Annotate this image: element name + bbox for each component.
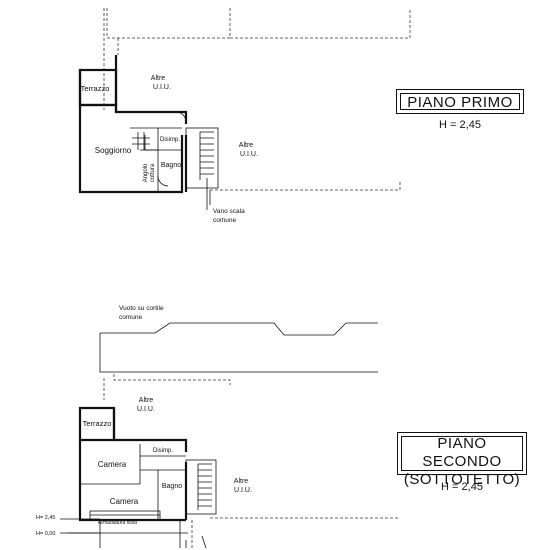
pp-vano-scala-2: comune [213,217,237,224]
ps-h245-label: H= 2,45 [36,515,55,521]
piano-primo-plan [78,8,411,210]
pp-terrazzo-label: Terrazzo [81,84,110,93]
piano-secondo-plan [60,322,400,549]
piano-primo-height: H = 2,45 [439,119,481,131]
pp-altre-top-1: Altre [151,75,166,82]
pp-bagno-label: Bagno [161,162,181,169]
piano-secondo-title-box: PIANO SECONDO (SOTTOTETTO) [397,432,527,488]
piano-secondo-title-line2: (SOTTOTETTO) [403,471,521,488]
ps-altre-top-2: U.I.U. [137,406,155,413]
piano-secondo-title-line1: PIANO SECONDO [422,435,502,470]
pp-altre-top-2: U.I.U. [153,84,171,91]
ps-h000-label: H= 0,00 [36,531,55,537]
ps-bagno-label: Bagno [162,483,182,490]
ps-camera-1-label: Camera [98,460,127,469]
pp-vano-scala-1: Vano scala [213,208,245,215]
piano-secondo-height: H = 2,45 [441,481,483,493]
pp-disimp-label: Disimp. [160,137,180,143]
piano-primo-title: PIANO PRIMO [407,94,513,111]
ps-disimp-label: Disimp. [153,448,173,454]
ps-armadiatura-label: Armadiatura fissa [98,520,137,526]
ps-terrazzo-label: Terrazzo [83,419,112,428]
ps-altre-right-2: U.I.U. [234,487,252,494]
piano-primo-title-inner-border [400,93,520,110]
pp-altre-right-2: U.I.U. [240,151,258,158]
piano-secondo-title-inner-border [401,436,523,471]
ps-vuoto-1: Vuoto su cortile [119,305,164,312]
pp-altre-right-1: Altre [239,142,254,149]
ps-vuoto-2: comune [119,314,143,321]
piano-primo-title-box: PIANO PRIMO [396,89,524,114]
ps-camera-2-label: Camera [110,497,139,506]
pp-cottura-label: cottura [150,163,156,182]
ps-altre-right-1: Altre [234,478,249,485]
pp-angolo-label: Angolo [143,163,149,182]
ps-altre-top-1: Altre [139,397,154,404]
pp-soggiorno-label: Soggiorno [95,146,132,155]
